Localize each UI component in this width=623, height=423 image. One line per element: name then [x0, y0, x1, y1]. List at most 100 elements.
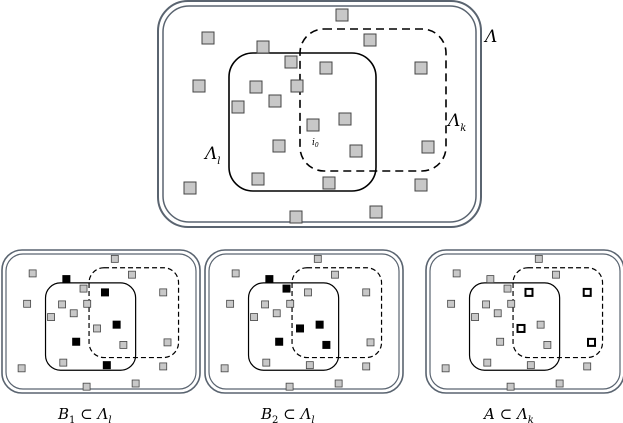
lattice-site [256, 40, 270, 54]
lattice-site [306, 118, 320, 132]
lambda-l-subscript: l [217, 156, 220, 167]
lattice-site [555, 379, 564, 388]
lattice-site [268, 94, 282, 108]
lambda-k-region [299, 28, 447, 172]
lattice-site [471, 313, 479, 321]
lattice-site [110, 254, 119, 263]
lattice-site [493, 309, 502, 318]
lattice-site [226, 299, 235, 308]
caption-b1-rel-sub: l [108, 415, 111, 423]
lambda-k-region [88, 267, 180, 359]
selected-site [62, 275, 71, 284]
panel-b1 [1, 249, 201, 394]
lattice-site [251, 172, 265, 186]
lattice-site [183, 181, 197, 195]
caption-b1-main: B [57, 405, 69, 423]
lattice-site [201, 31, 215, 45]
lattice-site [231, 100, 245, 114]
lattice-site [23, 299, 32, 308]
lattice-site [93, 324, 101, 333]
site-i0-label: i0 [312, 138, 319, 149]
lattice-site [506, 382, 515, 391]
selected-site [524, 287, 534, 297]
lattice-site [69, 309, 78, 318]
lattice-site [447, 299, 456, 308]
lattice-site [313, 254, 322, 263]
lattice-site [59, 358, 68, 367]
lattice-site [272, 139, 286, 153]
lambda-label: Λ [483, 27, 497, 47]
lattice-site [250, 313, 258, 321]
caption-b1-sub: 1 [69, 415, 75, 423]
caption-b1-rel: ⊂ Λ [75, 405, 108, 423]
lattice-site [159, 362, 168, 371]
lambda-l-region [44, 282, 137, 371]
lattice-site [304, 288, 312, 297]
lambda-inner-border [162, 5, 477, 223]
lattice-site [319, 61, 333, 75]
lattice-site [272, 309, 281, 318]
lattice-site [421, 140, 435, 154]
lattice-site [159, 288, 168, 297]
lattice-site [583, 362, 592, 371]
panel-a [425, 249, 623, 394]
lattice-site [131, 379, 140, 388]
lattice-site [414, 61, 428, 75]
lambda-outer-border [1, 249, 201, 394]
caption-b2-rel: ⊂ Λ [278, 405, 311, 423]
lattice-site [128, 270, 136, 279]
lattice-site [362, 288, 371, 297]
lattice-site [285, 382, 294, 391]
selected-site [275, 337, 284, 346]
lambda-outer-border [204, 249, 404, 394]
lattice-site [552, 270, 560, 279]
caption-b1: B1 ⊂ Λl [57, 405, 112, 423]
selected-site [265, 275, 274, 284]
caption-a-rel-sub: k [528, 415, 534, 423]
lattice-site [305, 361, 314, 370]
lattice-site [441, 364, 450, 373]
lattice-site [366, 338, 375, 347]
lambda-inner-border [208, 253, 400, 390]
lattice-site [452, 269, 461, 278]
lattice-site [362, 362, 371, 371]
lattice-site [284, 55, 298, 69]
lambda-k-region [291, 267, 383, 359]
lattice-site [534, 254, 543, 263]
caption-b2-sub: 2 [272, 415, 278, 423]
lambda-k-subscript: k [460, 123, 466, 134]
lattice-site [261, 300, 269, 309]
lattice-site [79, 284, 88, 293]
lattice-site [482, 300, 490, 309]
main-sites [183, 8, 435, 224]
lattice-site [334, 379, 343, 388]
lattice-site [286, 299, 295, 308]
lambda-l-region [228, 52, 377, 192]
lattice-site [369, 205, 383, 219]
lattice-site [414, 178, 428, 192]
selected-site [582, 287, 592, 297]
lattice-site [335, 8, 349, 22]
lattice-site [119, 341, 128, 349]
lambda-inner-border [5, 253, 197, 390]
caption-b2-rel-sub: l [311, 415, 314, 423]
site-i0-symbol: i [312, 138, 315, 148]
selected-site [102, 361, 111, 370]
selected-site [72, 337, 81, 346]
lattice-site [290, 79, 304, 93]
lattice-site [47, 313, 55, 321]
selected-site [587, 337, 597, 347]
caption-a: A ⊂ Λk [482, 405, 534, 423]
lattice-site [536, 320, 545, 329]
lattice-site [83, 299, 92, 308]
lattice-site [163, 338, 172, 347]
lattice-site [543, 341, 552, 349]
lattice-site [262, 358, 271, 367]
lattice-site [17, 364, 26, 373]
lambda-k-symbol: Λ [446, 111, 460, 131]
lattice-site [338, 112, 352, 126]
lattice-site [289, 210, 303, 224]
lattice-site [192, 79, 206, 93]
lattice-site [483, 358, 492, 367]
